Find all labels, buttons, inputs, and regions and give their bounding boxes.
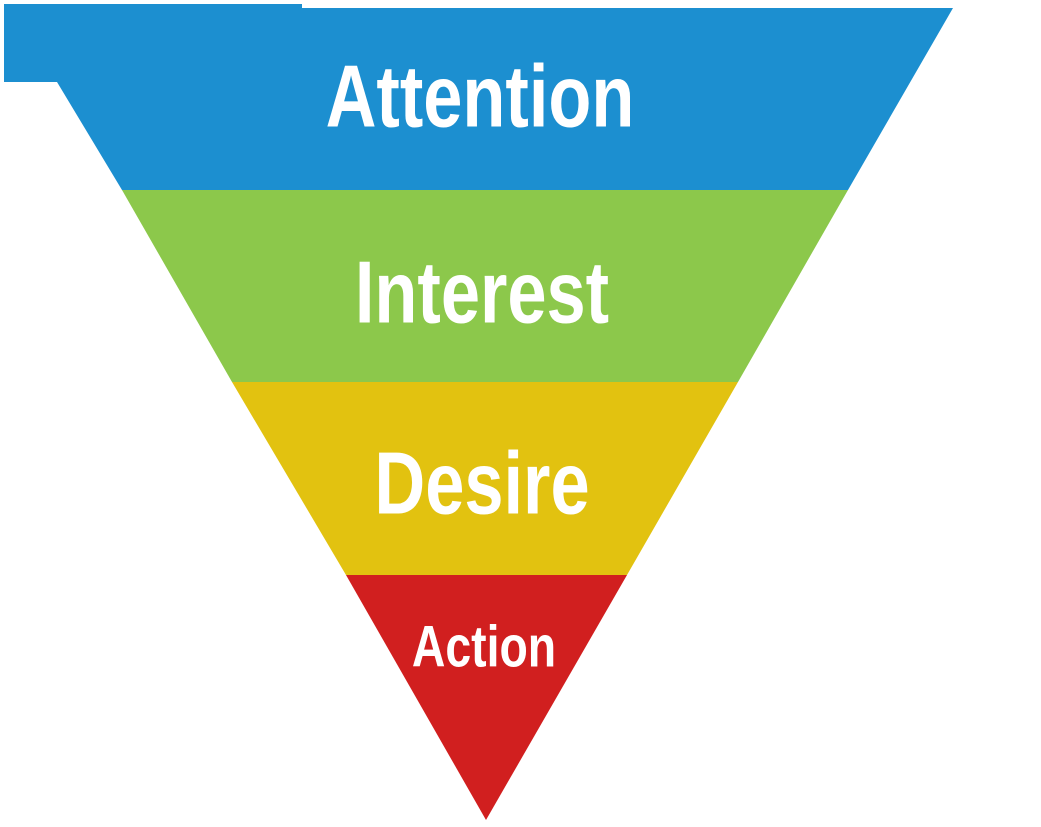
stage-label-attention: Attention — [326, 47, 635, 145]
stage-band-interest — [122, 190, 848, 382]
stage-label-interest: Interest — [355, 243, 609, 341]
stage-band-action — [346, 575, 627, 820]
stage-label-action: Action — [412, 614, 556, 679]
stage-label-desire: Desire — [374, 434, 589, 532]
stage-band-desire — [232, 382, 738, 575]
stage-band-attention — [4, 4, 953, 190]
